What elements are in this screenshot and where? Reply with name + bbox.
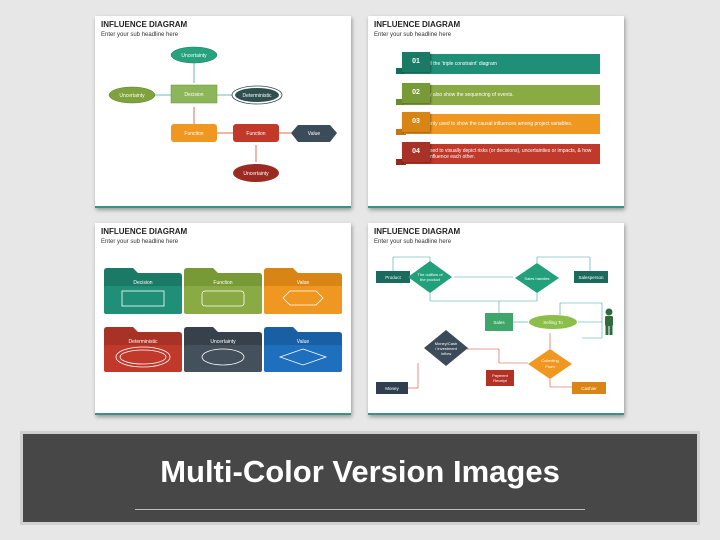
slide-subtitle: Enter your sub headline here: [374, 239, 452, 245]
uncertainty-bottom-label: Uncertainty: [243, 171, 269, 177]
value-node: [291, 125, 337, 142]
person-icon: [605, 308, 613, 335]
list-row-1: Recall the 'triple constraint' diagram: [404, 54, 600, 74]
function-node-right: [233, 124, 279, 142]
row-tab: [396, 99, 406, 105]
outflow-label-1: The outflow of: [417, 272, 443, 277]
row-text: It may also show the sequencing of event…: [418, 91, 514, 98]
slide-subtitle: Enter your sub headline here: [101, 32, 179, 38]
folder-value-diamond: Value: [264, 327, 342, 372]
row-text: Recall the 'triple constraint' diagram: [418, 60, 497, 67]
deterministic-node: [235, 88, 279, 102]
folder-icons: Decision Function Value Deterministic: [104, 268, 342, 372]
folder-label: Value: [297, 280, 310, 286]
selling-to-node: [529, 315, 577, 329]
row-tab: [396, 68, 406, 74]
banner-underline: [135, 509, 585, 510]
payment-receipt-node: [486, 370, 514, 386]
slide-influence-flowchart: INFLUENCE DIAGRAM Enter your sub headlin…: [95, 16, 351, 208]
list-row-3: Primarily used to show the causal influe…: [404, 114, 600, 134]
value-label: Value: [308, 131, 321, 137]
sales-flow-diagram: Product The outflow of the product Sales…: [376, 256, 613, 394]
list-row-4: It is used to visually depict risks (or …: [404, 144, 600, 164]
collecting-label-1: Collecting: [541, 358, 559, 363]
selling-to-label: Selling To: [543, 320, 563, 325]
uncertainty-node-bottom: [233, 164, 279, 182]
collecting-diamond: [528, 349, 572, 379]
sales-node: [485, 313, 513, 331]
row-tab: [396, 159, 406, 165]
money-cash-label-1: Money/Cash: [435, 341, 457, 346]
payment-label-2: Receipt: [493, 378, 507, 383]
payment-label-1: Payment: [492, 373, 509, 378]
outflow-label-2: the product: [420, 277, 441, 282]
money-cash-label-3: Inflow: [441, 351, 452, 356]
folder-value: Value: [264, 268, 342, 314]
list-row-2: It may also show the sequencing of event…: [404, 85, 600, 105]
row-tab: [396, 129, 406, 135]
folder-uncertainty: Uncertainty: [184, 327, 262, 372]
product-label: Product: [385, 275, 401, 280]
slide-subtitle: Enter your sub headline here: [101, 239, 179, 245]
slide-title: INFLUENCE DIAGRAM: [374, 20, 461, 29]
diamond-shape: [278, 348, 328, 366]
slide-subtitle: Enter your sub headline here: [374, 32, 452, 38]
money-node: [376, 382, 408, 394]
double-ellipse-outer: [115, 346, 171, 368]
deterministic-label: Deterministic: [243, 93, 272, 99]
product-node: [376, 271, 410, 283]
function-right-label: Function: [246, 131, 265, 137]
folder-decision: Decision: [104, 268, 182, 314]
sales-handles-diamond: [515, 263, 559, 293]
uncertainty-node-left: [108, 86, 156, 104]
folder-label: Function: [213, 280, 232, 286]
double-ellipse-inner: [119, 349, 167, 365]
rectangle-shape: [121, 290, 165, 307]
slide-title: INFLUENCE DIAGRAM: [374, 227, 461, 236]
slide-title: INFLUENCE DIAGRAM: [101, 227, 188, 236]
hexagon-shape: [282, 290, 324, 306]
sales-label: Sales: [493, 320, 505, 325]
salesperson-label: Salesperson: [578, 275, 604, 280]
cashier-node: [572, 382, 606, 394]
folder-label: Deterministic: [129, 339, 158, 345]
slide-influence-folders: INFLUENCE DIAGRAM Enter your sub headlin…: [95, 223, 351, 415]
row-text: Primarily used to show the causal influe…: [418, 120, 573, 127]
row-text: It is used to visually depict risks (or …: [418, 147, 592, 161]
sales-handles-label: Sales handles: [524, 276, 549, 281]
slide-title: INFLUENCE DIAGRAM: [101, 20, 188, 29]
money-cash-diamond: [424, 330, 468, 366]
function-node-left: [171, 124, 217, 142]
folder-function: Function: [184, 268, 262, 314]
banner-title: Multi-Color Version Images: [160, 454, 560, 489]
row-number-badge: 02: [402, 83, 430, 103]
row-number-badge: 01: [402, 52, 430, 72]
row-number-badge: 03: [402, 112, 430, 132]
ellipse-shape: [201, 348, 245, 366]
uncertainty-top-label: Uncertainty: [181, 53, 207, 59]
decision-node: [170, 84, 218, 104]
function-left-label: Function: [184, 131, 203, 137]
outflow-diamond: [408, 261, 452, 293]
folder-deterministic: Deterministic: [104, 327, 182, 372]
influence-flowchart: Uncertainty Uncertainty Decision Determi…: [108, 46, 337, 182]
version-banner: Multi-Color Version Images: [20, 431, 700, 525]
decision-label: Decision: [184, 92, 203, 98]
collecting-label-2: From: [545, 364, 555, 369]
folder-label: Value: [297, 339, 310, 345]
slide-sales-influence: INFLUENCE DIAGRAM Enter your sub headlin…: [368, 223, 624, 415]
cashier-label: Cashier: [581, 386, 597, 391]
uncertainty-left-label: Uncertainty: [119, 93, 145, 99]
folder-label: Decision: [133, 280, 152, 286]
uncertainty-node-top: [170, 46, 218, 64]
rounded-rectangle-shape: [201, 290, 245, 307]
row-number-badge: 04: [402, 142, 430, 162]
salesperson-node: [574, 271, 608, 283]
money-label: Money: [385, 386, 399, 391]
money-cash-label-2: / Investment: [435, 346, 458, 351]
folder-label: Uncertainty: [210, 339, 236, 345]
slide-influence-list: INFLUENCE DIAGRAM Enter your sub headlin…: [368, 16, 624, 208]
